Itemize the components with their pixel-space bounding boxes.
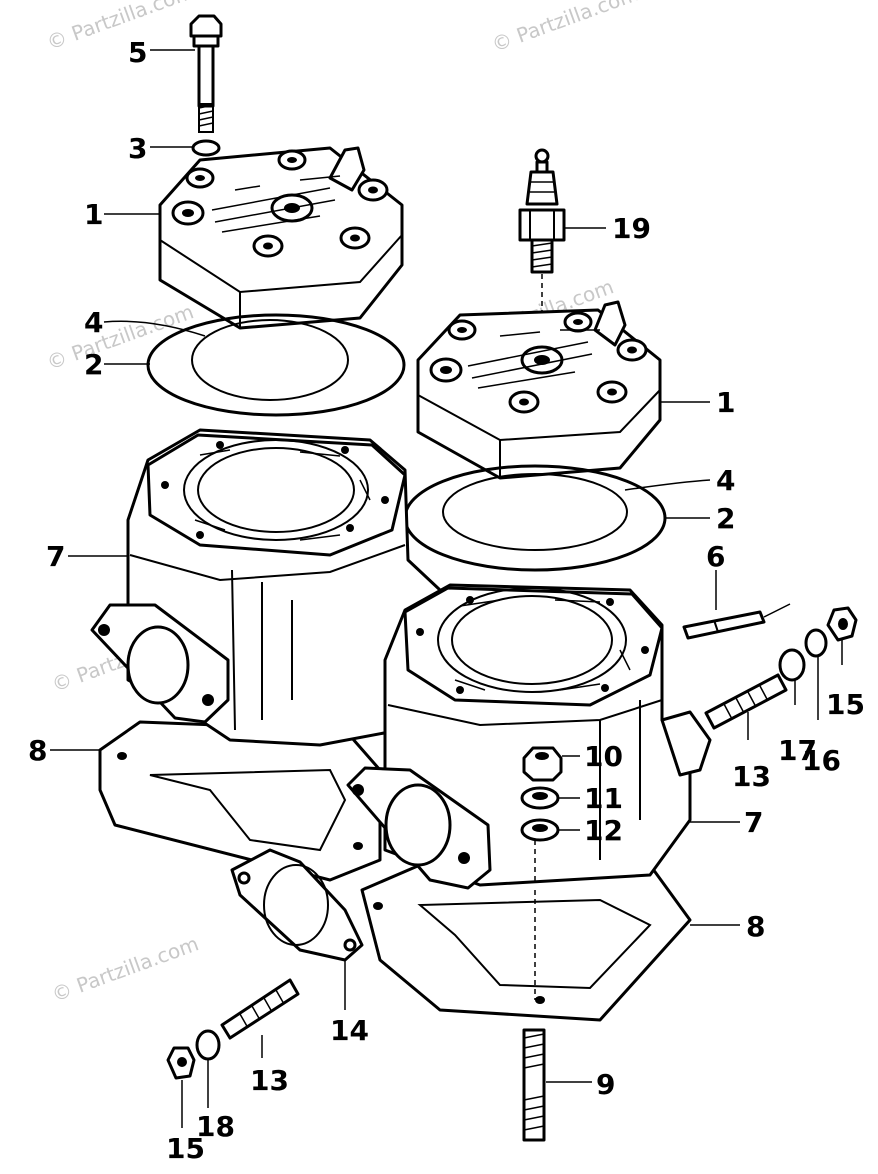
head-gasket-ring-4 <box>442 473 628 551</box>
callout-13: 13 <box>250 1064 289 1097</box>
stud-13 <box>220 978 300 1040</box>
nut-15 <box>826 606 858 642</box>
cylinder-right-7 <box>346 583 712 890</box>
stud-13 <box>704 673 788 730</box>
callout-17: 17 <box>778 734 817 767</box>
callout-4: 4 <box>84 306 103 339</box>
nut-10 <box>522 746 563 782</box>
leader-lines <box>50 49 843 1128</box>
cylinder-left-7 <box>90 428 442 747</box>
head-gasket-2 <box>146 313 406 417</box>
callout-labels: 5 3 1 4 2 19 1 4 2 7 6 15 17 16 13 10 11… <box>28 36 865 1165</box>
stud-9 <box>522 1028 546 1142</box>
callout-15: 15 <box>826 688 865 721</box>
head-bolt-5 <box>189 14 223 133</box>
flat-washer-17 <box>778 648 806 682</box>
head-gasket-ring-4 <box>191 319 349 401</box>
callout-7: 7 <box>744 806 763 839</box>
watermark: © Partzilla.com <box>44 0 197 55</box>
callout-16: 16 <box>802 744 841 777</box>
callout-19: 19 <box>612 212 651 245</box>
callout-11: 11 <box>584 782 623 815</box>
callout-13: 13 <box>732 760 771 793</box>
dowel-pin-6 <box>682 603 791 640</box>
callout-6: 6 <box>706 540 725 573</box>
callout-2: 2 <box>716 502 735 535</box>
base-gasket-right-8 <box>360 863 692 1022</box>
callout-7: 7 <box>46 540 65 573</box>
cylinder-head-right-1 <box>416 300 662 480</box>
washer-3 <box>191 139 221 157</box>
cylinder-head-left-1 <box>158 146 404 330</box>
lock-washer-16 <box>804 628 828 658</box>
watermark: © Partzilla.com <box>489 0 642 57</box>
callout-3: 3 <box>128 132 147 165</box>
callout-2: 2 <box>84 348 103 381</box>
watermark: © Partzilla.com <box>49 931 202 1006</box>
washer-18 <box>195 1029 221 1061</box>
exhaust-gasket-14 <box>230 848 364 962</box>
callout-8: 8 <box>28 734 47 767</box>
callout-1: 1 <box>84 198 103 231</box>
callout-10: 10 <box>584 740 623 773</box>
callout-15: 15 <box>166 1132 205 1165</box>
callout-9: 9 <box>596 1068 615 1101</box>
callout-18: 18 <box>196 1110 235 1143</box>
callout-8: 8 <box>746 910 765 943</box>
nut-15 <box>166 1046 196 1080</box>
callout-1: 1 <box>716 386 735 419</box>
base-gasket-left-8 <box>98 720 382 882</box>
callout-14: 14 <box>330 1014 369 1047</box>
callout-4: 4 <box>716 464 735 497</box>
callout-12: 12 <box>584 814 623 847</box>
callout-5: 5 <box>128 36 147 69</box>
